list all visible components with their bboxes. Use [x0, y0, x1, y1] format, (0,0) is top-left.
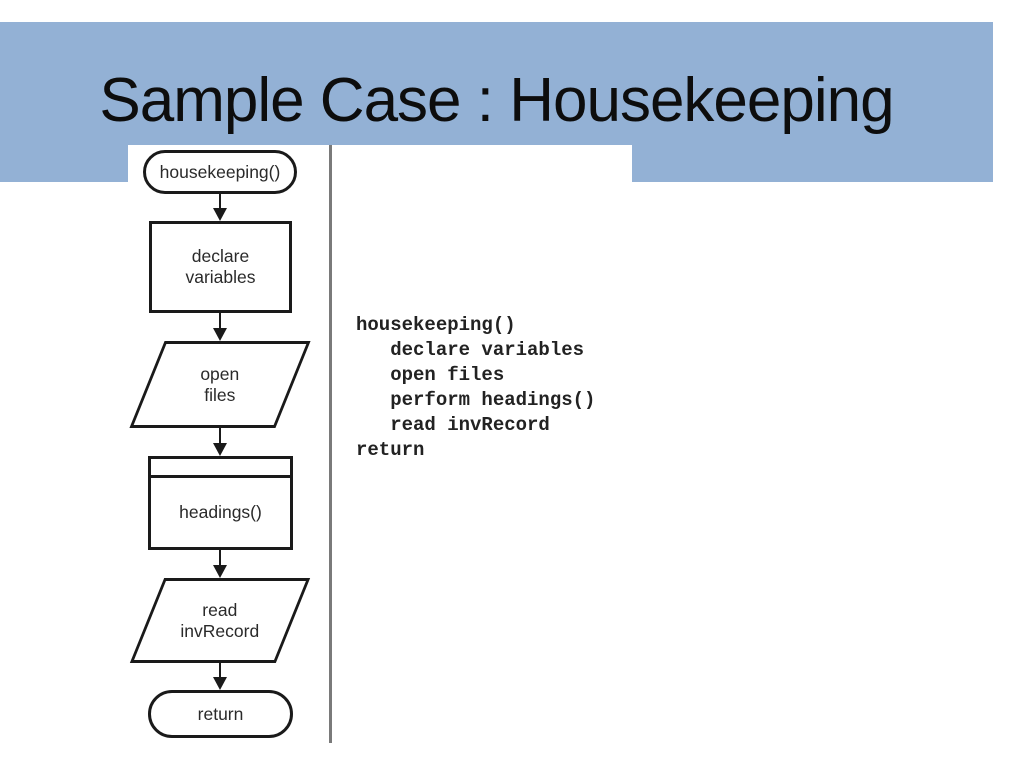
pseudocode-line: return: [356, 439, 425, 461]
predefined-process-band: [148, 475, 293, 478]
arrow-shaft: [218, 428, 222, 444]
flowchart-process-declare-variables: declare variables: [149, 221, 292, 313]
arrowhead-icon: [213, 677, 227, 690]
node-label: read invRecord: [180, 599, 260, 641]
arrowhead-icon: [213, 328, 227, 341]
flowchart-terminal-housekeeping: housekeeping(): [143, 150, 297, 194]
arrow-connector: [212, 428, 228, 456]
flowchart-input-open-files: open files: [129, 341, 311, 428]
flowchart-predefined-headings: headings(): [148, 456, 293, 550]
arrow-connector: [212, 194, 228, 221]
pseudocode-line: declare variables: [356, 339, 585, 361]
divider-line: [329, 145, 332, 743]
arrowhead-icon: [213, 443, 227, 456]
arrow-shaft: [218, 663, 222, 678]
arrow-connector: [212, 663, 228, 690]
flowchart-figure-panel: housekeeping() declare variables open fi…: [128, 145, 632, 760]
arrow-shaft: [218, 194, 222, 209]
pseudocode-block: housekeeping() declare variables open fi…: [356, 313, 595, 463]
arrowhead-icon: [213, 565, 227, 578]
pseudocode-line: open files: [356, 364, 505, 386]
flowchart-input-read-invrecord: read invRecord: [129, 578, 311, 663]
arrow-connector: [212, 313, 228, 341]
pseudocode-line: read invRecord: [356, 414, 550, 436]
arrowhead-icon: [213, 208, 227, 221]
pseudocode-line: perform headings(): [356, 389, 596, 411]
pseudocode-line: housekeeping(): [356, 314, 516, 336]
node-label: open files: [200, 363, 240, 405]
arrow-connector: [212, 550, 228, 578]
slide-title: Sample Case : Housekeeping: [99, 65, 894, 135]
arrow-shaft: [218, 550, 222, 566]
flowchart-terminal-return: return: [148, 690, 293, 738]
arrow-shaft: [218, 313, 222, 329]
node-label: headings(): [179, 502, 262, 522]
